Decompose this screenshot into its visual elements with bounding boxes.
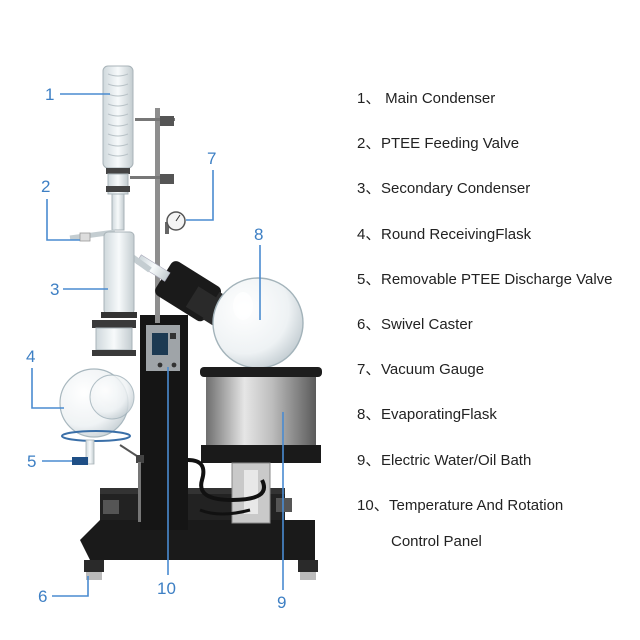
water-oil-bath <box>200 367 322 524</box>
legend-label: Vacuum Gauge <box>381 361 485 379</box>
legend-item: 6、Swivel Caster <box>357 312 637 357</box>
leader-lines <box>31 93 284 597</box>
legend-item: 4、Round ReceivingFlask <box>357 222 637 267</box>
secondary-condenser <box>101 231 137 318</box>
power-cable <box>187 458 266 516</box>
legend-number: 4、 <box>357 225 381 243</box>
legend-label: Swivel Caster <box>381 315 473 333</box>
legend-number: 6、 <box>357 315 381 333</box>
legend-number: 2、 <box>357 135 381 153</box>
legend-number: 1、 <box>357 90 381 107</box>
discharge-valve <box>72 439 144 522</box>
legend-label-continued: Control Panel <box>391 532 482 550</box>
legend-item: 2、PTEE Feeding Valve <box>357 131 637 176</box>
callout-number-6: 6 <box>38 587 47 606</box>
legend-number: 5、 <box>357 270 381 288</box>
legend-label: Main Condenser <box>385 90 496 107</box>
callout-number-4: 4 <box>26 347 35 366</box>
callout-number-7: 7 <box>207 149 216 168</box>
legend-label: Secondary Condenser <box>381 180 531 198</box>
legend-item: 7、Vacuum Gauge <box>357 357 637 402</box>
callout-numbers: 1 2 3 4 5 6 7 8 9 10 <box>26 85 286 612</box>
control-tower <box>140 315 188 530</box>
legend-item: 8、EvaporatingFlask <box>357 402 637 447</box>
callout-number-2: 2 <box>41 177 50 196</box>
evaporating-flask <box>185 277 304 369</box>
callout-number-3: 3 <box>50 280 59 299</box>
legend-label: Round ReceivingFlask <box>381 225 532 243</box>
callout-number-5: 5 <box>27 452 36 471</box>
parts-legend: 1、 Main Condenser 2、PTEE Feeding Valve 3… <box>357 86 637 555</box>
callout-number-1: 1 <box>45 85 54 104</box>
legend-number: 7、 <box>357 361 381 379</box>
legend-item: 3、Secondary Condenser <box>357 176 637 221</box>
legend-number: 10、 <box>357 496 389 514</box>
support-rod <box>130 108 175 323</box>
legend-label: EvaporatingFlask <box>381 406 497 424</box>
legend-label: Removable PTEE Discharge Valve <box>381 270 613 288</box>
legend-item: 1、 Main Condenser <box>357 86 637 131</box>
legend-item: 9、Electric Water/Oil Bath <box>357 448 637 493</box>
callout-number-10: 10 <box>157 579 176 598</box>
legend-number: 8、 <box>357 406 381 424</box>
legend-label: Electric Water/Oil Bath <box>381 451 532 469</box>
legend-number: 9、 <box>357 451 381 469</box>
receiving-flask <box>59 320 136 442</box>
legend-item: 5、Removable PTEE Discharge Valve <box>357 267 637 312</box>
main-condenser <box>102 65 134 195</box>
legend-label: PTEE Feeding Valve <box>381 135 520 153</box>
swivel-caster-icon <box>84 498 318 580</box>
callout-number-9: 9 <box>277 593 286 612</box>
vacuum-gauge-icon <box>165 211 186 234</box>
legend-label: Temperature And Rotation <box>389 496 564 514</box>
legend-number: 3、 <box>357 180 381 198</box>
callout-number-8: 8 <box>254 225 263 244</box>
